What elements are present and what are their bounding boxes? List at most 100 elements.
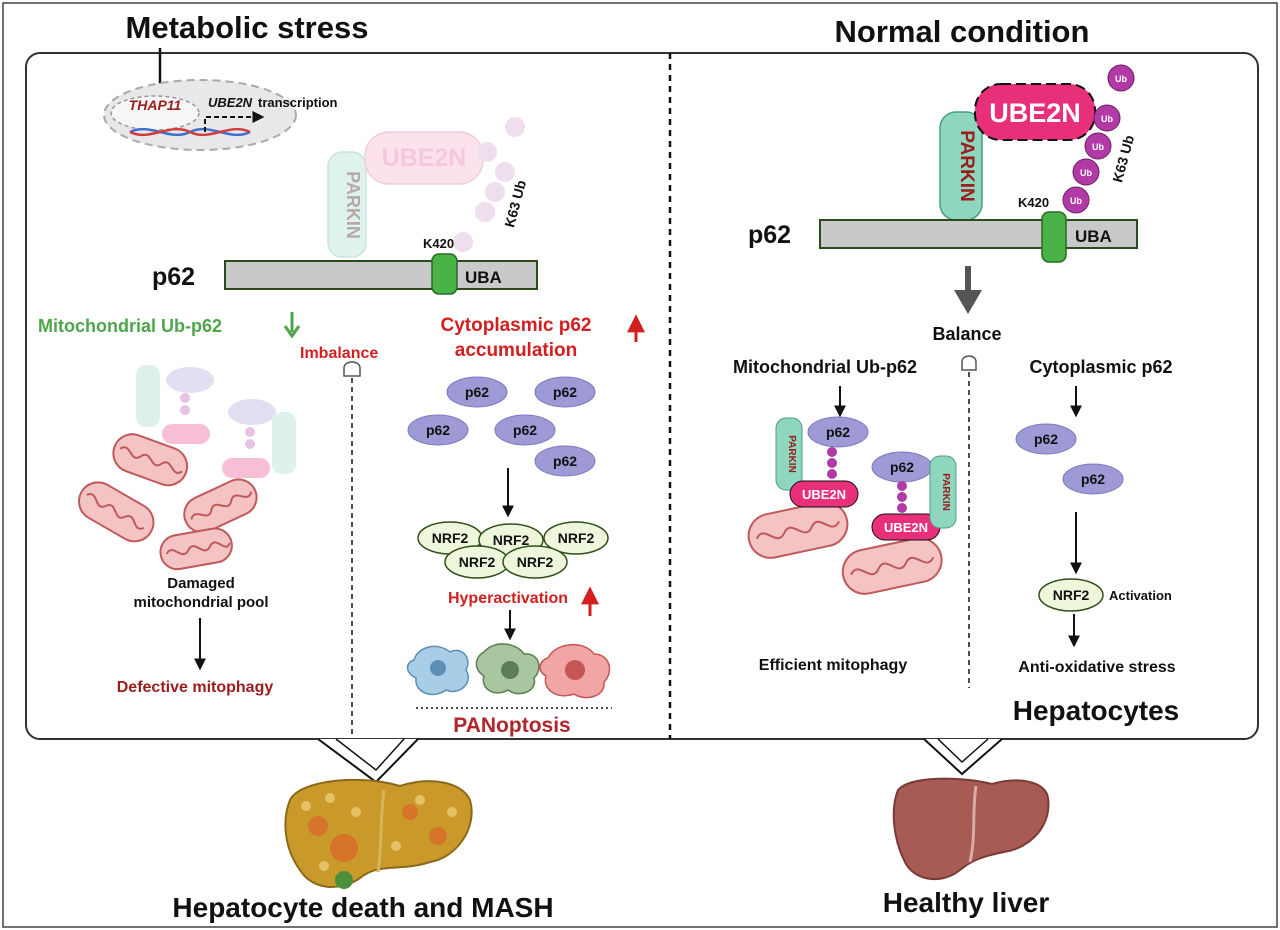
ub-faded-icon <box>505 117 525 137</box>
nrf2-icon <box>1038 578 1104 612</box>
parkin-faded-icon <box>136 365 160 427</box>
parkin-icon <box>929 455 957 529</box>
p62-blob-icon <box>534 376 596 408</box>
k420-site <box>431 253 458 295</box>
ube2n-label: UBE2N <box>989 98 1081 128</box>
ub-icon <box>1072 158 1100 186</box>
left-callout <box>317 738 419 784</box>
ub-label: Ub <box>1080 168 1092 178</box>
imbalance-label: Imbalance <box>300 345 378 362</box>
damaged-label-line1: Damaged <box>167 575 235 592</box>
mito-ub-p62-label: Mitochondrial Ub-p62 <box>38 316 222 336</box>
p62-blob-label: p62 <box>426 422 450 438</box>
mito-complex-1: PARKIN p62 UBE2N <box>775 416 869 508</box>
cyto-p62-label-line1: Cytoplasmic p62 <box>441 315 592 336</box>
ub-icon <box>1062 186 1090 214</box>
ube2n-label: UBE2N <box>802 487 846 502</box>
ub-faded-icon <box>495 162 515 182</box>
p62-blob-icon <box>446 376 508 408</box>
healthy-liver-icon <box>892 777 1050 880</box>
p62-bar <box>819 219 1138 249</box>
p62-blob-label: p62 <box>826 424 850 440</box>
parkin-label: PARKIN <box>786 435 797 473</box>
p62-blob-icon <box>1062 463 1124 495</box>
dna-strand-red-icon <box>129 127 251 137</box>
cyto-p62-label: Cytoplasmic p62 <box>1029 357 1172 377</box>
ub-label: Ub <box>1070 196 1082 206</box>
mitochondrion-icon <box>841 537 943 595</box>
parkin-icon <box>775 417 803 491</box>
p62-blob-label: p62 <box>1034 431 1058 447</box>
ub-label: Ub <box>1115 74 1127 84</box>
damaged-label-line2: mitochondrial pool <box>134 594 269 611</box>
diseased-liver-icon <box>284 778 473 889</box>
ub-faded-icon <box>485 182 505 202</box>
nrf2-cluster: NRF2 NRF2 NRF2 NRF2 NRF2 <box>417 521 609 579</box>
nrf2-icon <box>543 521 609 555</box>
left-caption: Hepatocyte death and MASH <box>172 892 553 923</box>
thap11-label: THAP11 <box>129 97 182 113</box>
right-caption: Healthy liver <box>883 887 1050 918</box>
mitochondrion-icon <box>112 433 189 487</box>
ube2n-faded-icon <box>162 424 210 444</box>
p62-blob-label: p62 <box>890 459 914 475</box>
mitochondrion-icon <box>159 527 233 571</box>
parkin-label: PARKIN <box>956 130 977 201</box>
ub-label: Ub <box>1092 142 1104 152</box>
ube2n-faded-icon <box>222 458 270 478</box>
p62-protein-label: p62 <box>748 221 791 249</box>
k420-site <box>1041 211 1067 263</box>
p62-blob-icon <box>807 416 869 448</box>
anti-oxidative-label: Anti-oxidative stress <box>1018 659 1175 676</box>
p62-blob-label: p62 <box>553 384 577 400</box>
ub-faded-icon <box>475 202 495 222</box>
ub-icon <box>1107 64 1135 92</box>
ube2n-gene-label: UBE2N <box>208 95 253 110</box>
ube2n-label: UBE2N <box>884 520 928 535</box>
ub-bead-icon <box>897 481 907 491</box>
ub-faded-icon <box>453 232 473 252</box>
mitochondrion-icon <box>78 481 155 543</box>
p62-blob-icon <box>407 414 469 446</box>
ub-label: Ub <box>1101 114 1113 124</box>
left-title: Metabolic stress <box>126 10 369 45</box>
dying-cells <box>406 643 611 699</box>
faded-complex <box>327 117 525 258</box>
left-panel: THAP11 UBE2N transcription PARKIN UBE2N … <box>38 48 645 737</box>
nrf2-icon <box>502 545 568 579</box>
ube2n-faded-icon <box>364 131 484 185</box>
p62-protein-label: p62 <box>152 263 195 291</box>
ub-icon <box>1093 104 1121 132</box>
efficient-mitophagy-label: Efficient mitophagy <box>759 657 908 674</box>
nrf2-label: NRF2 <box>1053 587 1090 603</box>
mitochondrion-icon <box>183 478 258 534</box>
p62-bar <box>224 260 538 290</box>
defective-mitophagy-label: Defective mitophagy <box>117 679 274 696</box>
nrf2-label: NRF2 <box>558 530 595 546</box>
ube2n-faded-label: UBE2N <box>382 144 467 172</box>
right-panel: PARKIN UBE2N Ub Ub Ub Ub Ub K63 Ub p62 K… <box>733 64 1179 726</box>
nrf2-label: NRF2 <box>517 554 554 570</box>
right-callout <box>923 738 1003 776</box>
ube2n-icon <box>789 480 859 508</box>
parkin-faded-icon <box>272 412 296 474</box>
p62-aggregates: p62 p62 p62 p62 p62 <box>407 376 596 477</box>
p62-blob-icon <box>1015 423 1077 455</box>
balance-label: Balance <box>932 324 1001 344</box>
mito-ub-p62-label: Mitochondrial Ub-p62 <box>733 357 917 377</box>
k420-label: K420 <box>423 236 454 251</box>
nucleus <box>103 79 297 151</box>
transcription-label: transcription <box>258 95 338 110</box>
hyperactivation-label: Hyperactivation <box>448 590 568 607</box>
uba-domain-label: UBA <box>1075 227 1112 246</box>
ub-icon <box>1084 132 1112 160</box>
uba-domain-label: UBA <box>465 268 502 287</box>
parkin-label: PARKIN <box>940 473 951 511</box>
damaged-mitochondria <box>78 433 258 571</box>
p62-faded-icon <box>228 399 276 425</box>
transcription-arrow <box>204 111 265 132</box>
parkin-faded-icon <box>327 151 367 258</box>
activation-label: Activation <box>1109 588 1172 603</box>
p62-blob-label: p62 <box>553 453 577 469</box>
